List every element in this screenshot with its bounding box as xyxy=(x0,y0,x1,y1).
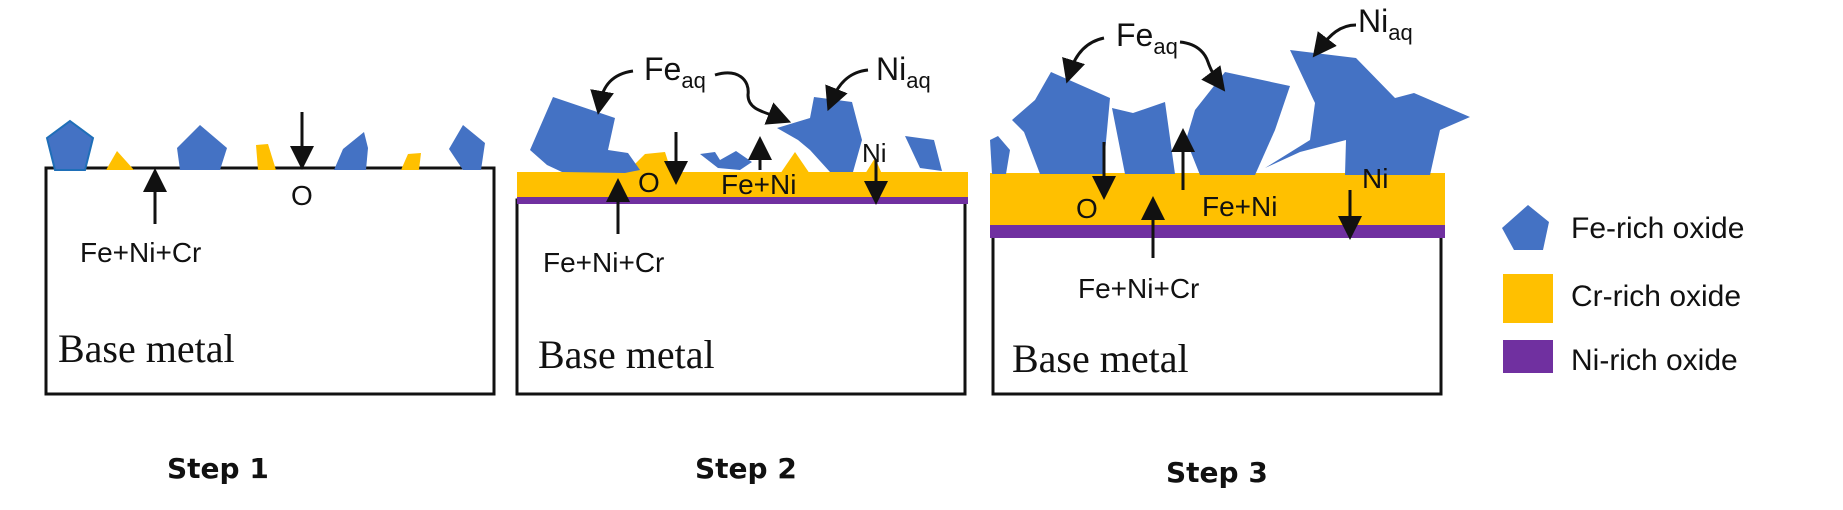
fe-oxide-particle xyxy=(1012,72,1110,174)
fe-oxide-particle xyxy=(1265,50,1470,175)
fe-oxide-particle xyxy=(449,125,485,170)
base-metal-label: Base metal xyxy=(538,332,715,377)
fe-oxide-particle xyxy=(777,97,862,172)
step-caption: Step 2 xyxy=(695,452,797,485)
fe-oxide-particle xyxy=(45,119,95,171)
legend-item-cr-rich-oxide: Cr-rich oxide xyxy=(1503,274,1741,323)
ni-aq-label: Niaq xyxy=(876,51,931,93)
step-1-panel: O Fe+Ni+Cr Base metal Step 1 xyxy=(44,112,496,485)
step-3-panel: Feaq Niaq Ni O Fe+Ni Fe+Ni+Cr Base metal… xyxy=(990,3,1470,489)
outward-label: Fe+Ni+Cr xyxy=(1078,273,1199,304)
base-metal-block xyxy=(44,166,496,396)
step-caption: Step 3 xyxy=(1166,456,1268,489)
cr-oxide-nodule xyxy=(780,152,810,174)
inward-label: O xyxy=(1076,193,1098,224)
inward-label: O xyxy=(291,180,313,211)
fe-oxide-particle xyxy=(1112,102,1175,174)
legend: Fe-rich oxide Cr-rich oxide Ni-rich oxid… xyxy=(1502,205,1744,377)
ni-rich-oxide-layer xyxy=(990,224,1445,238)
cr-oxide-nucleus xyxy=(106,151,134,170)
fe-aq-curved-arrow-left xyxy=(590,69,634,115)
legend-label: Ni-rich oxide xyxy=(1571,344,1738,377)
fe-ni-label: Fe+Ni xyxy=(721,169,796,200)
legend-label: Cr-rich oxide xyxy=(1571,280,1741,313)
ni-aq-curved-arrow xyxy=(1312,23,1357,58)
ni-aq-label: Niaq xyxy=(1358,3,1413,45)
fe-aq-curved-arrow-right xyxy=(714,71,792,125)
cr-oxide-nucleus xyxy=(401,153,421,170)
fe-ni-label: Fe+Ni xyxy=(1202,191,1277,222)
legend-item-ni-rich-oxide: Ni-rich oxide xyxy=(1503,340,1738,377)
fe-aq-curved-arrow-right xyxy=(1179,40,1226,92)
fe-aq-label: Feaq xyxy=(644,51,706,93)
ni-aq-curved-arrow xyxy=(825,68,869,112)
fe-oxide-particle xyxy=(905,136,942,171)
fe-oxide-particle xyxy=(700,151,752,170)
fe-oxide-particle xyxy=(530,97,640,173)
ni-label: Ni xyxy=(1362,163,1388,194)
outward-label: Fe+Ni+Cr xyxy=(543,247,664,278)
cr-oxide-nodule xyxy=(865,158,882,174)
ni-label: Ni xyxy=(862,138,887,168)
outward-label: Fe+Ni+Cr xyxy=(80,237,201,268)
step-caption: Step 1 xyxy=(167,452,269,485)
cr-rich-oxide-swatch-icon xyxy=(1503,274,1553,323)
fe-aq-label: Feaq xyxy=(1116,17,1178,59)
cr-rich-oxide-layer xyxy=(517,172,968,197)
cr-rich-oxide-layer xyxy=(990,173,1445,225)
fe-oxide-particle xyxy=(177,125,227,170)
fe-oxide-particle xyxy=(1186,72,1290,175)
step-2-panel: Feaq Niaq Ni O Fe+Ni Fe+Ni+Cr Base metal… xyxy=(515,51,968,485)
fe-oxide-particle xyxy=(990,136,1010,174)
legend-label: Fe-rich oxide xyxy=(1571,212,1744,245)
ni-rich-oxide-swatch-icon xyxy=(1503,340,1553,373)
inward-label: O xyxy=(638,167,660,198)
legend-item-fe-rich-oxide: Fe-rich oxide xyxy=(1502,205,1744,250)
ni-rich-oxide-layer xyxy=(517,195,968,204)
base-metal-label: Base metal xyxy=(1012,336,1189,381)
base-metal-label: Base metal xyxy=(58,326,235,371)
fe-oxide-particle xyxy=(334,132,368,170)
fe-rich-oxide-swatch-icon xyxy=(1502,205,1549,250)
fe-aq-curved-arrow-left xyxy=(1062,36,1105,84)
cr-oxide-nucleus xyxy=(256,144,276,170)
